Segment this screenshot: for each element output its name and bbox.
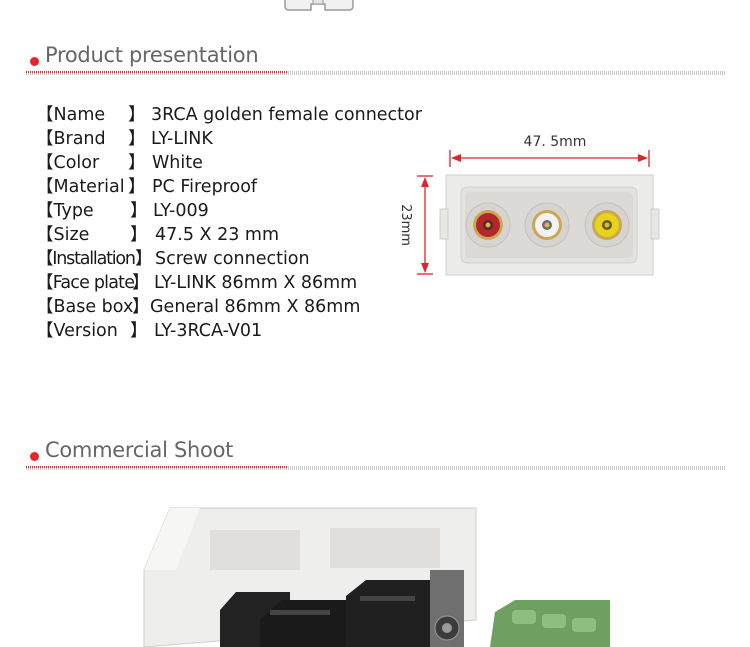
- spec-list: 【Name 】 3RCA golden female connector 【Br…: [36, 103, 456, 343]
- section-title: Commercial Shoot: [45, 438, 234, 462]
- spec-row-material: 【Material 】 PC Fireproof: [36, 177, 258, 197]
- spec-row-installation: 【Installation 】 Screw connection: [36, 249, 310, 269]
- spec-row-name: 【Name 】 3RCA golden female connector: [36, 105, 422, 125]
- divider-accent: [26, 71, 288, 73]
- red-bullet-icon: [30, 452, 39, 461]
- dimension-diagram: 47. 5mm 23mm: [395, 125, 665, 285]
- spec-row-type: 【Type 】 LY-009: [36, 201, 209, 221]
- product-back-photo: [140, 500, 630, 647]
- spec-row-color: 【Color 】 White: [36, 153, 203, 173]
- divider-accent: [26, 466, 288, 468]
- dotted-divider: [26, 466, 725, 470]
- dotted-divider: [26, 71, 725, 75]
- height-dimension-line: [417, 175, 433, 275]
- spec-row-version: 【Version 】 LY-3RCA-V01: [36, 321, 263, 341]
- red-bullet-icon: [30, 57, 39, 66]
- spec-row-size: 【Size 】 47.5 X 23 mm: [36, 225, 280, 245]
- spec-row-brand: 【Brand 】 LY-LINK: [36, 129, 213, 149]
- rca-module-image: [439, 174, 660, 276]
- section-title: Product presentation: [45, 43, 259, 67]
- spec-row-base-box: 【Base box 】 General 86mm X 86mm: [36, 297, 361, 317]
- width-dimension-label: 47. 5mm: [524, 134, 587, 150]
- width-dimension-line: [449, 150, 650, 167]
- section-header-product-presentation: Product presentation: [26, 42, 725, 75]
- section-header-commercial-shoot: Commercial Shoot: [26, 437, 725, 470]
- previous-product-image-fragment: [284, 0, 354, 11]
- spec-row-face-plate: 【Face plate 】 LY-LINK 86mm X 86mm: [36, 273, 358, 293]
- height-dimension-label: 23mm: [398, 204, 413, 246]
